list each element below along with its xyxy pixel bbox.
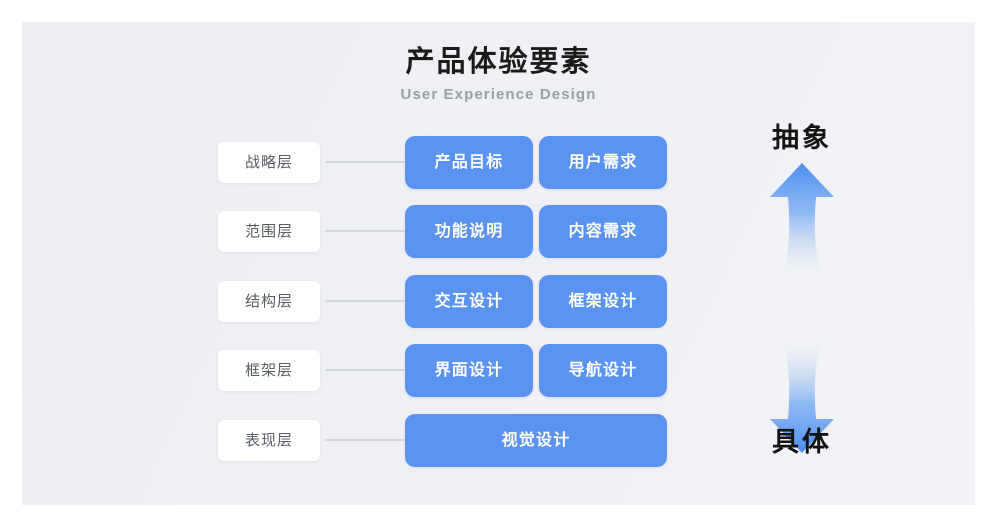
element-card-label: 导航设计 [568,361,638,379]
element-card-label: 产品目标 [434,153,504,171]
layer-chip-strategy[interactable]: 战略层 [218,142,320,183]
diagram-row: 结构层 交互设计 框架设计 [22,275,975,328]
element-card-label: 界面设计 [434,361,504,379]
layer-chip-label: 结构层 [244,292,293,310]
element-card-label: 用户需求 [568,153,638,171]
element-card[interactable]: 用户需求 [539,136,667,189]
connector-line [325,230,405,232]
layer-chip-skeleton[interactable]: 框架层 [218,350,320,391]
diagram-row: 表现层 视觉设计 [22,414,975,467]
header: 产品体验要素 User Experience Design [22,44,975,104]
arrow-up-icon [770,163,834,274]
element-card[interactable]: 导航设计 [539,344,667,397]
element-card[interactable]: 框架设计 [539,275,667,328]
element-card-label: 交互设计 [434,292,504,310]
arrow-down-icon [770,342,834,453]
element-card[interactable]: 内容需求 [539,205,667,258]
row-cards: 界面设计 导航设计 [405,344,667,397]
layer-chip-surface[interactable]: 表现层 [218,420,320,461]
element-card[interactable]: 功能说明 [405,205,533,258]
layer-chip-label: 表现层 [244,431,293,449]
row-cards: 交互设计 框架设计 [405,275,667,328]
connector-line [325,161,405,163]
diagram-row: 框架层 界面设计 导航设计 [22,344,975,397]
layer-chip-scope[interactable]: 范围层 [218,211,320,252]
page-subtitle: User Experience Design [400,86,597,103]
element-card[interactable]: 视觉设计 [405,414,667,467]
connector-line [325,300,405,302]
layers-diagram: 战略层 产品目标 用户需求 范围层 功能说明 [22,22,975,505]
slide-canvas: 产品体验要素 User Experience Design 战略层 产品目标 用… [22,22,975,505]
row-cards: 产品目标 用户需求 [405,136,667,189]
row-cards: 视觉设计 [405,414,667,467]
diagram-row: 战略层 产品目标 用户需求 [22,136,975,189]
connector-line [325,369,405,371]
element-card-label: 功能说明 [434,222,504,240]
abstraction-axis: 抽象 具体 [712,22,892,505]
diagram-row: 范围层 功能说明 内容需求 [22,205,975,258]
row-cards: 功能说明 内容需求 [405,205,667,258]
element-card-label: 框架设计 [568,292,638,310]
element-card[interactable]: 界面设计 [405,344,533,397]
axis-top-label: 抽象 [772,123,832,153]
element-card-label: 内容需求 [568,222,638,240]
axis-bottom-label: 具体 [772,427,832,457]
element-card[interactable]: 交互设计 [405,275,533,328]
element-card[interactable]: 产品目标 [405,136,533,189]
layer-chip-label: 范围层 [244,222,293,240]
layer-chip-label: 战略层 [244,153,293,171]
layer-chip-label: 框架层 [244,361,293,379]
connector-line [325,439,405,441]
layer-chip-structure[interactable]: 结构层 [218,281,320,322]
element-card-label: 视觉设计 [501,431,571,449]
page-title: 产品体验要素 [405,46,592,78]
